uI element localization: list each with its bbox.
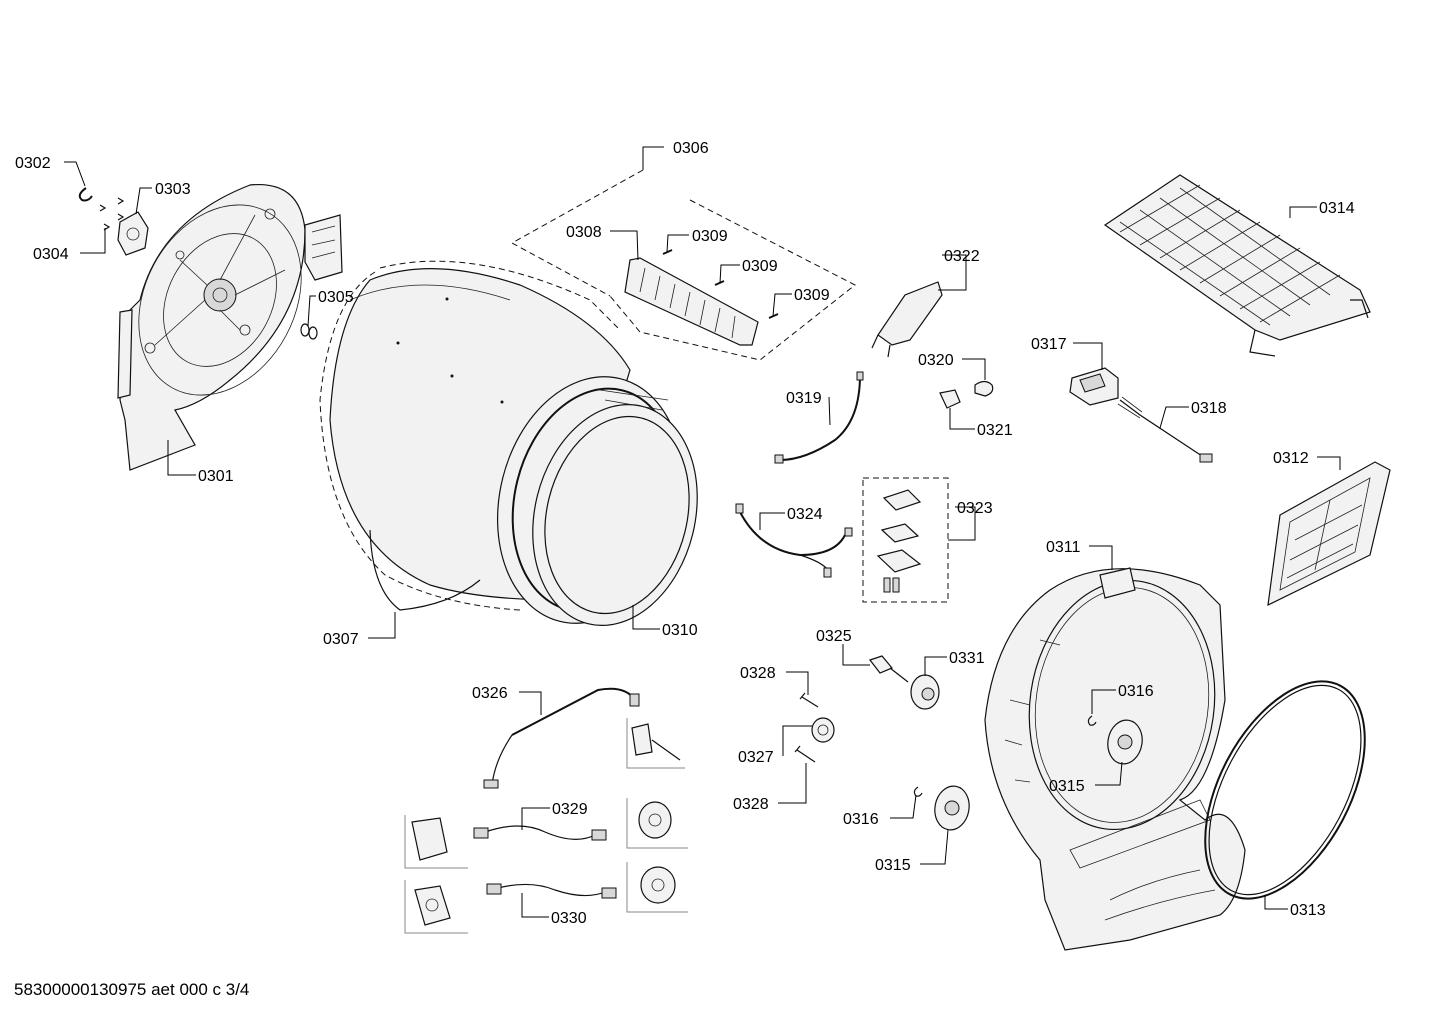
label-0317: 0317 bbox=[1031, 336, 1067, 353]
part-0301-rear-bulkhead bbox=[117, 183, 343, 471]
label-0309-a: 0309 bbox=[692, 228, 728, 245]
label-0329: 0329 bbox=[552, 801, 588, 818]
label-0304: 0304 bbox=[33, 246, 69, 263]
label-0308: 0308 bbox=[566, 224, 602, 241]
part-0312-lint-filter bbox=[1267, 461, 1391, 607]
label-0305: 0305 bbox=[318, 289, 354, 306]
part-0308-drum-baffle bbox=[624, 257, 759, 346]
label-0302: 0302 bbox=[15, 155, 51, 172]
label-0311: 0311 bbox=[1046, 539, 1081, 556]
label-0328-b: 0328 bbox=[733, 796, 769, 813]
document-code: 58300000130975 aet 000 c 3/4 bbox=[14, 980, 250, 999]
part-0325-sensor bbox=[869, 655, 909, 683]
label-0327: 0327 bbox=[738, 749, 774, 766]
label-0303: 0303 bbox=[155, 181, 191, 198]
label-0319: 0319 bbox=[786, 390, 822, 407]
part-0330-sensor-lead bbox=[486, 883, 617, 899]
part-0314-drying-rack bbox=[1103, 174, 1371, 357]
label-0326: 0326 bbox=[472, 685, 508, 702]
label-0310: 0310 bbox=[662, 622, 698, 639]
part-labels: 0302 0303 0304 0305 0301 0306 0308 0309 … bbox=[15, 140, 1355, 927]
label-0309-b: 0309 bbox=[742, 258, 778, 275]
part-0315-roller-lower bbox=[934, 785, 970, 831]
label-0324: 0324 bbox=[787, 506, 823, 523]
part-0316-clip-upper bbox=[1087, 715, 1097, 726]
label-0314: 0314 bbox=[1319, 200, 1355, 217]
detail-box-left-lower bbox=[404, 880, 468, 934]
label-0330: 0330 bbox=[551, 910, 587, 927]
part-0317-control-unit bbox=[1069, 367, 1119, 406]
part-0316-clip-lower bbox=[913, 786, 923, 797]
label-0322: 0322 bbox=[944, 248, 980, 265]
detail-box-left-upper bbox=[404, 815, 468, 869]
label-0306: 0306 bbox=[673, 140, 709, 157]
part-0302-clip bbox=[78, 187, 93, 202]
label-0315-a: 0315 bbox=[1049, 778, 1085, 795]
part-0305-rings bbox=[300, 323, 318, 340]
label-0301: 0301 bbox=[198, 468, 234, 485]
part-0322-bracket bbox=[871, 281, 943, 358]
label-0320: 0320 bbox=[918, 352, 954, 369]
label-0321: 0321 bbox=[977, 422, 1013, 439]
label-0309-c: 0309 bbox=[794, 287, 830, 304]
part-0303-bearing-plate bbox=[117, 211, 149, 256]
part-0323-fitting-kit bbox=[862, 477, 949, 603]
part-0326-heater-lead bbox=[483, 687, 640, 789]
label-0331: 0331 bbox=[949, 650, 985, 667]
part-0318-wiring-harness bbox=[1117, 396, 1213, 463]
part-0319-cable bbox=[774, 371, 864, 464]
detail-box-right-lower bbox=[626, 862, 688, 913]
label-0315-b: 0315 bbox=[875, 857, 911, 874]
part-0313-belt bbox=[1204, 680, 1366, 900]
label-0316-b: 0316 bbox=[843, 811, 879, 828]
label-0328-a: 0328 bbox=[740, 665, 776, 682]
label-0307: 0307 bbox=[323, 631, 359, 648]
part-0329-sensor-lead bbox=[473, 825, 607, 841]
detail-box-right-upper bbox=[626, 798, 688, 849]
part-0328-screw-lower bbox=[794, 745, 816, 763]
part-0320-lamp bbox=[974, 380, 994, 397]
part-0321-lamp-socket bbox=[939, 389, 961, 409]
label-0313: 0313 bbox=[1290, 902, 1326, 919]
detail-box-0326 bbox=[626, 718, 685, 769]
part-0331-pulley bbox=[910, 674, 940, 710]
part-0304-screws bbox=[99, 197, 125, 231]
part-0306-drum-assembly bbox=[319, 169, 856, 626]
part-0327-thermostat bbox=[811, 717, 835, 743]
label-0318: 0318 bbox=[1191, 400, 1227, 417]
part-0324-cable bbox=[735, 503, 853, 578]
part-0328-screw-upper bbox=[799, 692, 819, 708]
leader-lines bbox=[64, 146, 1341, 918]
label-0316-a: 0316 bbox=[1118, 683, 1154, 700]
label-0325: 0325 bbox=[816, 628, 852, 645]
label-0312: 0312 bbox=[1273, 450, 1309, 467]
part-0307-drive-belt-gasket bbox=[369, 529, 481, 611]
label-0323: 0323 bbox=[957, 500, 993, 517]
part-0315-roller-upper bbox=[1107, 719, 1143, 765]
